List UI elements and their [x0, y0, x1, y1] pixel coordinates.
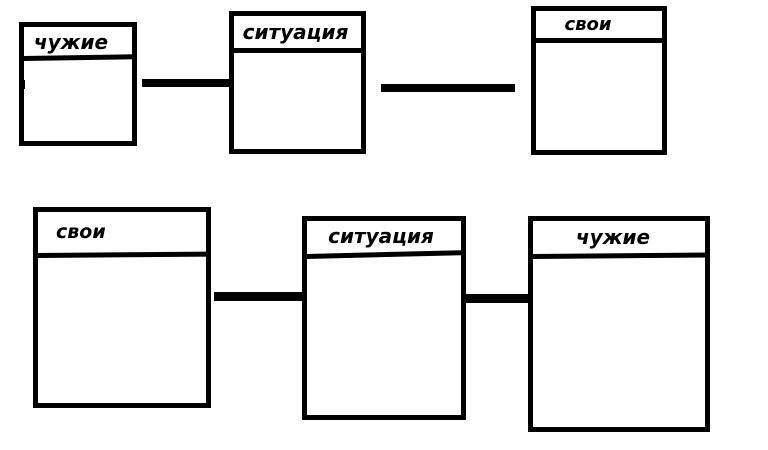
connector-n5-n6: [465, 294, 531, 303]
connector-n4-n5: [214, 292, 302, 301]
node-body: [533, 254, 705, 427]
node-title-separator: [535, 38, 663, 43]
node-title: чужие: [33, 30, 109, 54]
connector-n1-n2: [142, 79, 232, 87]
node-body: [24, 57, 132, 141]
node-title: свои: [564, 14, 612, 35]
node-title: свои: [56, 221, 106, 243]
node-body: [536, 39, 662, 150]
ink-mark-left-edge: [19, 80, 25, 89]
node-body: [307, 251, 461, 415]
connector-n2-n3: [381, 84, 515, 92]
node-title: ситуация: [328, 224, 434, 248]
node-box-chuzhie-bottom[interactable]: чужие: [528, 216, 711, 432]
node-title-separator: [233, 48, 362, 53]
node-box-svoi-bottom[interactable]: свои: [33, 207, 211, 408]
node-box-chuzhie-top[interactable]: чужие: [19, 22, 137, 146]
node-title: чужие: [575, 225, 651, 249]
node-box-svoi-top[interactable]: свои: [531, 6, 667, 155]
node-box-situaciya-bottom[interactable]: ситуация: [302, 216, 467, 420]
node-box-situaciya-top[interactable]: ситуация: [229, 11, 366, 154]
node-body: [234, 49, 361, 149]
node-body: [38, 250, 206, 403]
node-title: ситуация: [242, 20, 349, 44]
